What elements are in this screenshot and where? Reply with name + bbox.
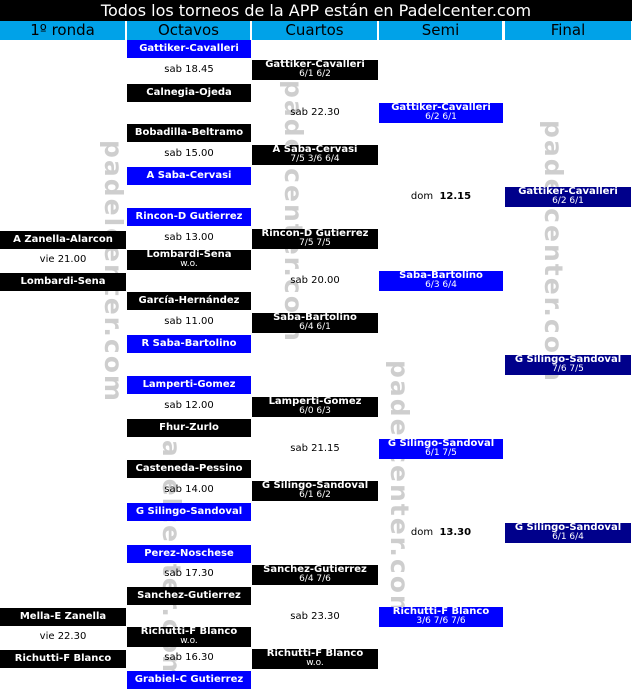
match-team[interactable]: Casteneda-Pessino [127, 460, 251, 478]
match-hour: 13.30 [439, 527, 472, 538]
match-team[interactable]: A Saba-Cervasi [127, 167, 251, 185]
match-time: sab 22.30 [290, 107, 340, 118]
match-time: sab 12.00 [164, 400, 214, 411]
match-team[interactable]: R Saba-Bartolino [127, 335, 251, 353]
team-score: 6/3 6/4 [425, 280, 457, 290]
match-team[interactable]: Mella-E Zanella [0, 608, 126, 626]
round-header-cuartos: Cuartos [252, 21, 378, 40]
team-score: 7/6 7/5 [552, 364, 584, 374]
team-score: 6/1 6/2 [299, 69, 331, 79]
match-team[interactable]: A Zanella-Alarcon [0, 231, 126, 249]
watermark: padelcenter.com [539, 120, 568, 383]
match-time: sab 18.45 [164, 64, 214, 75]
team-name: Lombardi-Sena [146, 250, 232, 260]
round-header-1: 1º ronda [0, 21, 126, 40]
team-name: Sanchez-Gutierrez [263, 565, 367, 575]
match-team[interactable]: Fhur-Zurlo [127, 419, 251, 437]
match-team[interactable]: Lombardi-Sena [0, 273, 126, 291]
match-time: vie 22.30 [39, 631, 87, 642]
match-team[interactable]: Bobadilla-Beltramo [127, 124, 251, 142]
match-time: sab 11.00 [164, 316, 214, 327]
team-name: G Silingo-Sandoval [514, 523, 622, 533]
match-team[interactable]: Sanchez-Gutierrez [127, 587, 251, 605]
team-score: 6/1 6/4 [552, 532, 584, 542]
team-name: Gattiker-Cavalleri [265, 60, 365, 70]
team-score: 6/1 6/2 [299, 490, 331, 500]
match-time: sab 17.30 [164, 568, 214, 579]
match-team[interactable]: G Silingo-Sandoval [127, 503, 251, 521]
round-header-final: Final [505, 21, 631, 40]
match-time: dom 13.30 [379, 525, 503, 541]
team-name: G Silingo-Sandoval [261, 481, 369, 491]
page-title: Todos los torneos de la APP están en Pad… [0, 0, 632, 21]
match-team[interactable]: Lamperti-Gomez [127, 376, 251, 394]
team-score: 7/5 7/5 [299, 238, 331, 248]
team-name: Lamperti-Gomez [268, 397, 362, 407]
match-team[interactable]: Grabiel-C Gutierrez [127, 671, 251, 689]
team-name: Richutti-F Blanco [140, 627, 238, 637]
match-time: sab 15.00 [164, 148, 214, 159]
match-team[interactable]: Perez-Noschese [127, 545, 251, 563]
match-time: sab 13.00 [164, 232, 214, 243]
match-team[interactable]: García-Hernández [127, 292, 251, 310]
match-hour: 12.15 [439, 191, 472, 202]
round-header-octavos: Octavos [127, 21, 251, 40]
team-score: 6/2 6/1 [425, 112, 457, 122]
match-time: sab 23.30 [290, 611, 340, 622]
team-score: w.o. [180, 259, 198, 269]
team-score: 3/6 7/6 7/6 [416, 616, 466, 626]
team-score: w.o. [180, 636, 198, 646]
match-team[interactable]: Richutti-F Blanco [0, 650, 126, 668]
match-time: sab 20.00 [290, 275, 340, 286]
watermark: padelcenter.com [385, 360, 414, 623]
team-name: Gattiker-Cavalleri [391, 103, 491, 113]
match-day: dom [410, 527, 434, 538]
team-score: 6/0 6/3 [299, 406, 331, 416]
team-name: G Silingo-Sandoval [387, 439, 495, 449]
team-score: 7/5 3/6 6/4 [290, 154, 340, 164]
match-day: dom [410, 191, 434, 202]
round-header-semi: Semi [379, 21, 503, 40]
team-score: w.o. [306, 658, 324, 668]
match-time: dom 12.15 [379, 189, 503, 205]
match-team[interactable]: Gattiker-Cavalleri [127, 40, 251, 58]
team-name: A Saba-Cervasi [272, 145, 358, 155]
team-name: Saba-Bartolino [273, 313, 357, 323]
team-name: Rincon-D Gutierrez [261, 229, 369, 239]
team-score: 6/4 7/6 [299, 574, 331, 584]
team-name: Saba-Bartolino [399, 271, 483, 281]
match-time: sab 21.15 [290, 443, 340, 454]
match-team[interactable]: Calnegia-Ojeda [127, 84, 251, 102]
team-name: Richutti-F Blanco [392, 607, 490, 617]
match-time: sab 16.30 [164, 652, 214, 663]
team-name: Richutti-F Blanco [266, 649, 364, 659]
team-name: Gattiker-Cavalleri [518, 187, 618, 197]
team-score: 6/1 7/5 [425, 448, 457, 458]
match-time: sab 14.00 [164, 484, 214, 495]
team-name: G Silingo-Sandoval [514, 355, 622, 365]
watermark: padelcenter.com [99, 140, 128, 403]
match-team[interactable]: Rincon-D Gutierrez [127, 208, 251, 226]
team-score: 6/2 6/1 [552, 196, 584, 206]
team-score: 6/4 6/1 [299, 322, 331, 332]
match-time: vie 21.00 [39, 254, 87, 265]
